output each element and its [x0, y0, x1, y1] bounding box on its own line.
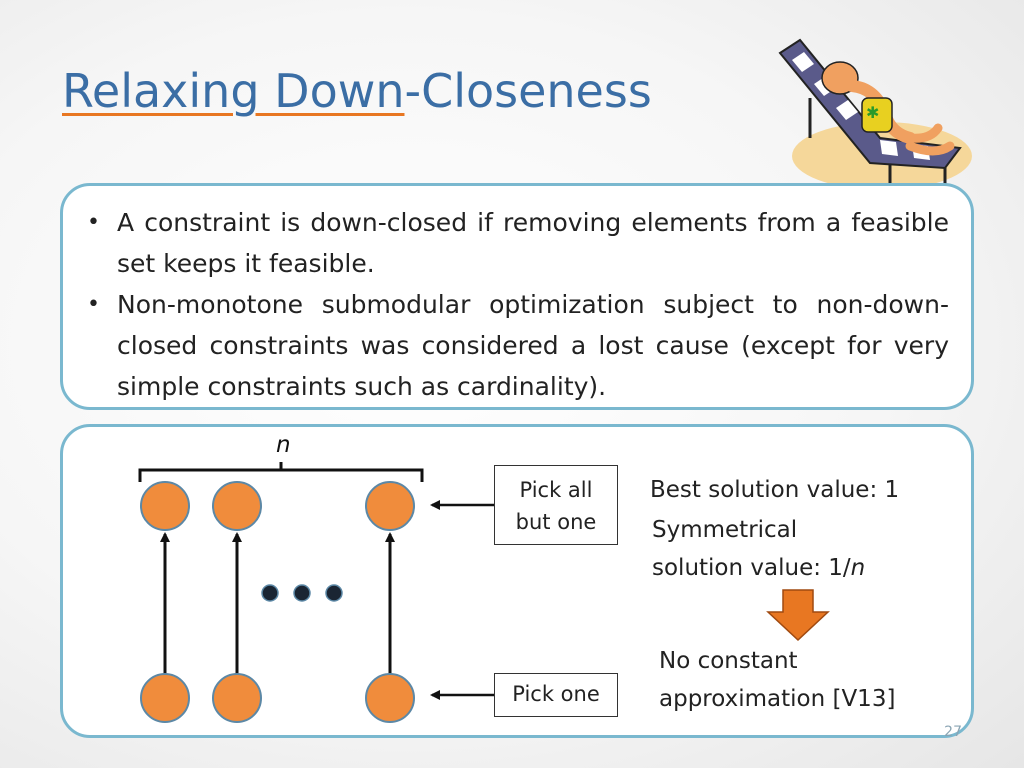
bullet-marker: • — [87, 210, 100, 235]
no-constant-approximation-text: No constant approximation [V13] — [659, 642, 895, 718]
slide-title-rest: -Closeness — [404, 64, 652, 118]
svg-text:✱: ✱ — [866, 103, 879, 122]
bullet-marker: • — [87, 292, 100, 317]
symmetrical-value-var: n — [850, 555, 866, 581]
ellipsis-dot — [293, 584, 311, 602]
bullet-list: • A constraint is down-closed if removing… — [63, 186, 971, 407]
pick-all-line1: Pick all — [519, 478, 593, 502]
pick-all-but-one-label: Pick all but one — [494, 465, 618, 545]
symmetrical-line2: solution value: 1/n — [652, 549, 865, 587]
sunbather-cartoon-icon: ✱ — [778, 38, 972, 196]
bottom-node — [212, 673, 262, 723]
top-brace — [138, 462, 424, 482]
definition-box: • A constraint is down-closed if removing… — [60, 183, 974, 410]
no-constant-line1: No constant — [659, 648, 798, 674]
symmetrical-value-prefix: solution value: 1/ — [652, 555, 851, 581]
top-node — [140, 481, 190, 531]
bottom-node — [365, 673, 415, 723]
best-solution-text: Best solution value: 1 — [650, 477, 900, 503]
slide-title: Relaxing Down-Closeness — [62, 66, 652, 117]
pick-one-label: Pick one — [494, 673, 618, 717]
page-number: 27 — [944, 724, 962, 740]
symmetrical-solution-text: Symmetrical solution value: 1/n — [652, 511, 865, 587]
brace-label-n: n — [276, 432, 291, 458]
ellipsis-dot — [261, 584, 279, 602]
bullet-item-1: • A constraint is down-closed if removing… — [83, 202, 949, 284]
top-node — [365, 481, 415, 531]
pick-all-line2: but one — [515, 510, 597, 534]
top-node — [212, 481, 262, 531]
down-arrow-icon — [766, 589, 830, 642]
bullet-text-2: Non-monotone submodular optimization sub… — [117, 290, 949, 401]
bullet-item-2: • Non-monotone submodular optimization su… — [83, 284, 949, 407]
no-constant-line2: approximation [V13] — [659, 686, 896, 712]
bullet-text-1: A constraint is down-closed if removing … — [117, 208, 949, 278]
symmetrical-line1: Symmetrical — [652, 517, 798, 543]
slide-title-underlined: Relaxing Down — [62, 64, 405, 118]
bottom-node — [140, 673, 190, 723]
ellipsis-dot — [325, 584, 343, 602]
